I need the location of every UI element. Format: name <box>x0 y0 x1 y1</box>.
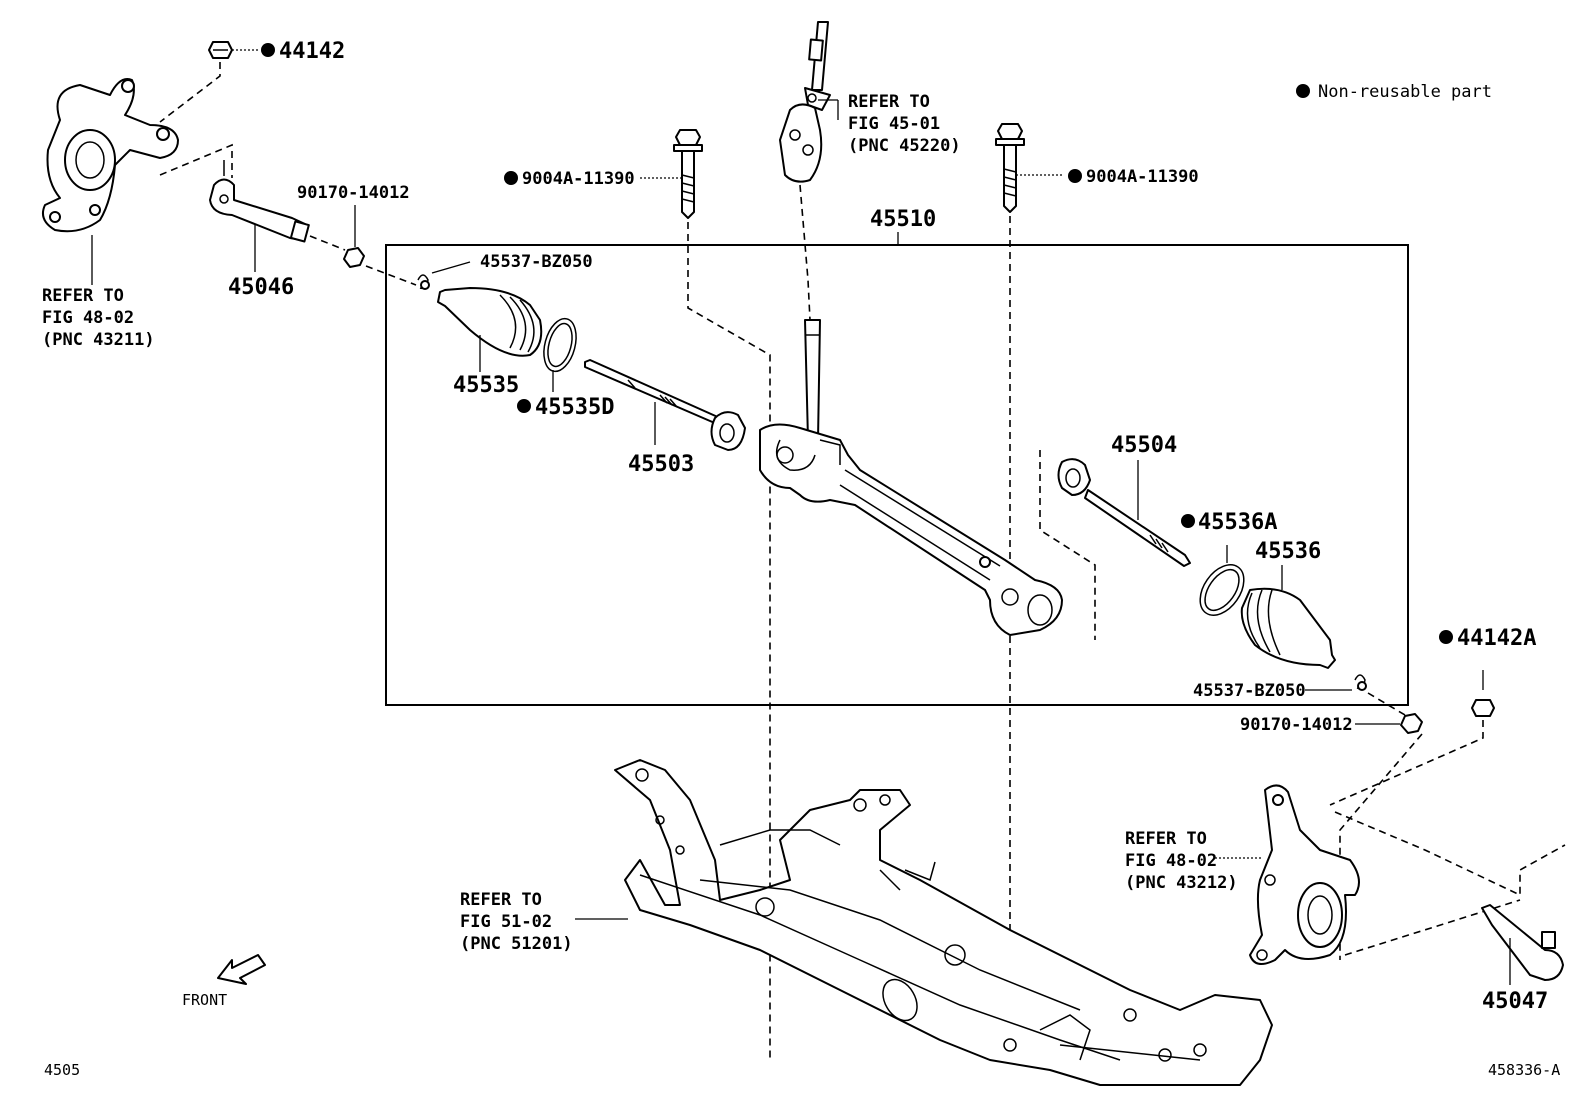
nut-44142-left <box>208 41 233 59</box>
label-45535D[interactable]: 45535D <box>535 395 614 420</box>
ref-knuckle-right-line1: REFER TO <box>1125 829 1207 849</box>
ref-steering-shaft-line3: (PNC 45220) <box>848 136 961 156</box>
clip-right <box>1354 674 1367 691</box>
ref-crossmember-line1: REFER TO <box>460 890 542 910</box>
ref-knuckle-left-line1: REFER TO <box>42 286 124 306</box>
ref-crossmember-line3: (PNC 51201) <box>460 934 573 954</box>
label-44142A[interactable]: 44142A <box>1457 626 1536 651</box>
rack-end-right <box>1057 458 1191 567</box>
nut-44142A-right <box>1471 699 1495 717</box>
steering-knuckle-right <box>1249 784 1360 965</box>
rack-end-left <box>584 359 746 451</box>
fig-code: 4505 <box>44 1061 80 1079</box>
non-reusable-dot-icon <box>1296 84 1310 98</box>
label-45537-right[interactable]: 45537-BZ050 <box>1193 681 1306 701</box>
front-label: FRONT <box>182 991 227 1009</box>
label-45510[interactable]: 45510 <box>870 207 936 232</box>
clip-left <box>417 274 430 290</box>
gear-assembly-frame <box>385 244 1409 706</box>
ref-crossmember-line2: FIG 51-02 <box>460 912 552 932</box>
label-45503[interactable]: 45503 <box>628 452 694 477</box>
label-45046[interactable]: 45046 <box>228 275 294 300</box>
label-45047[interactable]: 45047 <box>1482 989 1548 1014</box>
ref-knuckle-left-line2: FIG 48-02 <box>42 308 134 328</box>
label-45535[interactable]: 45535 <box>453 373 519 398</box>
bolt-right <box>995 123 1025 213</box>
legend-text: Non-reusable part <box>1318 82 1492 102</box>
intermediate-shaft <box>779 21 831 183</box>
ref-crossmember[interactable]: REFER TO FIG 51-02 (PNC 51201) <box>460 890 573 954</box>
label-45536[interactable]: 45536 <box>1255 539 1321 564</box>
label-9004A-left[interactable]: 9004A-11390 <box>522 169 635 189</box>
label-45536A[interactable]: 45536A <box>1198 510 1277 535</box>
ref-knuckle-right-line2: FIG 48-02 <box>1125 851 1217 871</box>
label-44142[interactable]: 44142 <box>279 39 345 64</box>
label-9004A-right[interactable]: 9004A-11390 <box>1086 167 1199 187</box>
ref-steering-shaft-line1: REFER TO <box>848 92 930 112</box>
label-45537-left[interactable]: 45537-BZ050 <box>480 252 593 272</box>
front-arrow-icon <box>217 954 266 985</box>
ref-knuckle-right-line3: (PNC 43212) <box>1125 873 1238 893</box>
steering-knuckle-left <box>42 78 179 233</box>
ref-knuckle-left[interactable]: REFER TO FIG 48-02 (PNC 43211) <box>42 286 155 350</box>
ref-knuckle-left-line3: (PNC 43211) <box>42 330 155 350</box>
bolt-left <box>673 129 703 219</box>
boot-right <box>1240 587 1336 669</box>
boot-left <box>437 287 543 357</box>
illustration-id: 458336-A <box>1488 1061 1560 1079</box>
label-90170-right[interactable]: 90170-14012 <box>1240 715 1353 735</box>
label-90170-left[interactable]: 90170-14012 <box>297 183 410 203</box>
label-45504[interactable]: 45504 <box>1111 433 1177 458</box>
lock-nut-right <box>1400 713 1423 734</box>
tie-rod-end-right <box>1481 904 1564 981</box>
clamp-ring-left <box>543 317 577 373</box>
ref-knuckle-right[interactable]: REFER TO FIG 48-02 (PNC 43212) <box>1125 829 1238 893</box>
ref-steering-shaft[interactable]: REFER TO FIG 45-01 (PNC 45220) <box>848 92 961 156</box>
front-crossmember <box>614 759 1273 1086</box>
rack-housing <box>759 319 1063 636</box>
tie-rod-end-left <box>209 160 310 243</box>
clamp-ring-right <box>1199 564 1245 616</box>
ref-steering-shaft-line2: FIG 45-01 <box>848 114 940 134</box>
legend: Non-reusable part <box>1296 82 1492 102</box>
lock-nut-left <box>343 247 365 268</box>
